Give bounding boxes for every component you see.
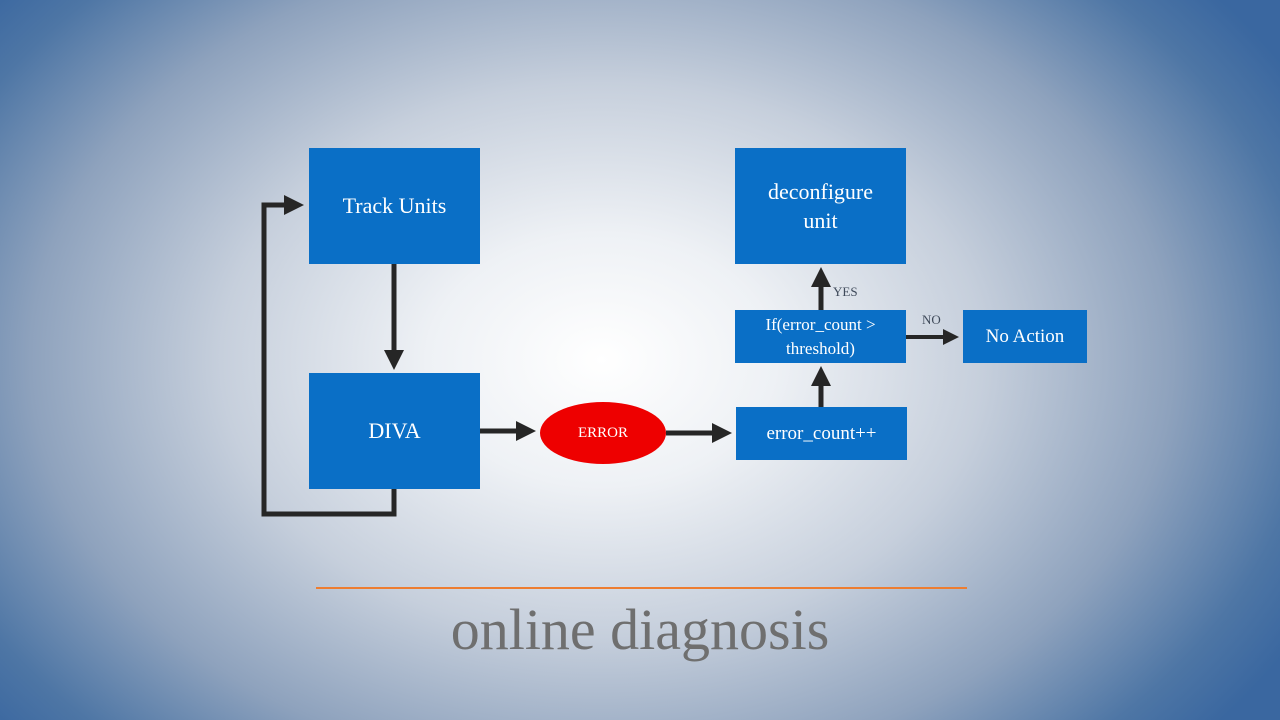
no-action-node: No Action: [963, 310, 1087, 363]
deconfigure-label: deconfigure unit: [767, 179, 874, 233]
condition-node: If(error_count > threshold): [735, 310, 906, 363]
title-divider: [316, 587, 967, 589]
no-action-label: No Action: [985, 325, 1065, 347]
error-count-label: error_count++: [766, 422, 877, 444]
track-units-node: Track Units: [309, 148, 480, 264]
track-units-label: Track Units: [342, 193, 447, 218]
deconfigure-node: deconfigure unit: [735, 148, 906, 264]
error-node: ERROR: [540, 402, 666, 464]
slide-title: online diagnosis: [450, 597, 830, 662]
error-count-node: error_count++: [736, 407, 907, 460]
arrow-diva-loop-to-track: [261, 195, 397, 517]
diva-node: DIVA: [309, 373, 480, 489]
no-edge-label: NO: [922, 312, 941, 327]
yes-edge-label: YES: [833, 284, 858, 299]
condition-label: If(error_count > threshold): [765, 314, 876, 358]
diva-label: DIVA: [368, 418, 421, 443]
error-label: ERROR: [577, 424, 628, 441]
